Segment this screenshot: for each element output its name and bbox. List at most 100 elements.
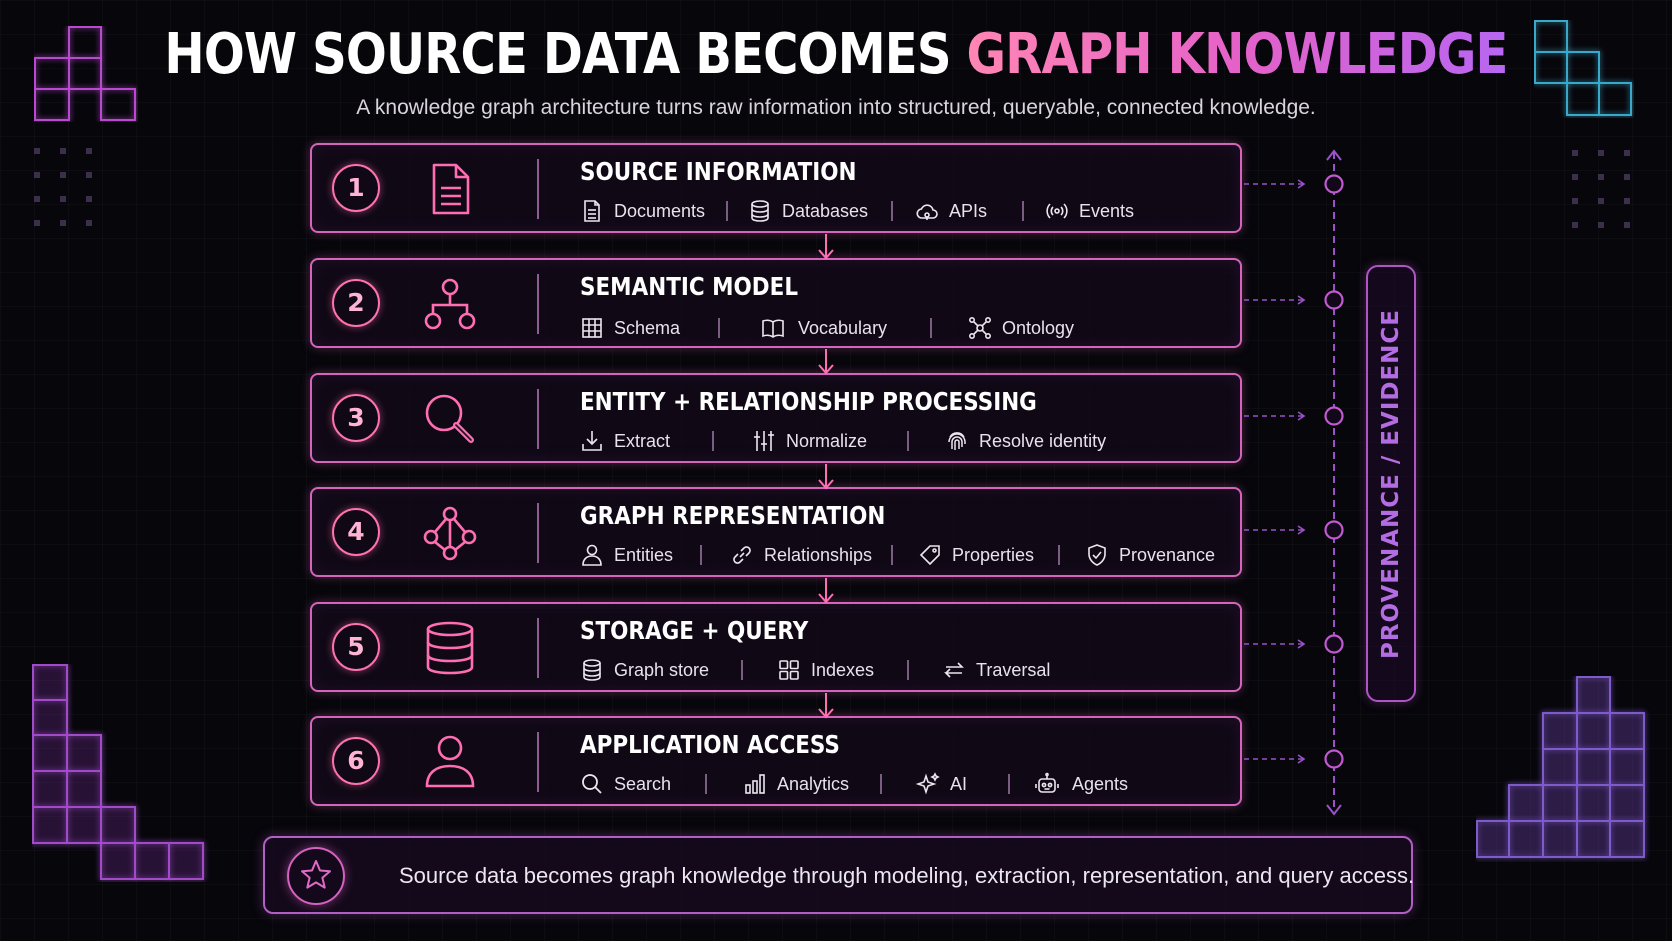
pixel-block-top-right [1534,20,1632,116]
item-search: Search [580,770,671,798]
provenance-link-arrow [1244,411,1306,421]
divider [537,732,539,792]
divider [537,618,539,678]
item-entities: Entities [580,541,673,569]
step-title: STORAGE + QUERY [580,616,809,645]
item-provenance: Provenance [1085,541,1215,569]
item-ontology: Ontology [968,314,1074,342]
star-badge [287,847,345,905]
dot-grid-right [1572,150,1630,228]
swap-arrows-icon [944,662,964,678]
item-label: Events [1079,200,1135,221]
provenance-link-arrow [1244,295,1306,305]
title-main: HOW SOURCE DATA BECOMES [164,22,967,87]
item-label: Properties [952,544,1035,565]
divider [880,774,882,794]
divider [537,503,539,563]
item-label: Extract [614,430,671,451]
item-traversal: Traversal [942,656,1050,684]
item-label: Graph store [614,659,710,680]
item-graph-store: Graph store [580,656,709,684]
link-icon [733,546,751,564]
document-icon [432,163,470,215]
sparkle-icon [916,772,940,795]
item-normalize: Normalize [752,427,867,455]
item-vocabulary: Vocabulary [758,314,887,342]
summary-banner: Source data becomes graph knowledge thro… [263,836,1415,914]
summary-text: Source data becomes graph knowledge thro… [399,863,1415,888]
document-icon [584,200,600,222]
graph-icon [423,506,477,561]
step-number: 3 [332,394,380,442]
divider [537,274,539,334]
divider [726,201,728,221]
provenance-evidence-label: PROVENANCE / EVIDENCE [1366,265,1416,702]
item-label: Ontology [1002,317,1075,338]
step-title: SOURCE INFORMATION [580,157,857,186]
item-apis: APIs [915,197,987,225]
network-icon [968,316,991,339]
shield-check-icon [1088,544,1106,566]
step-card-3: 3 ENTITY + RELATIONSHIP PROCESSING Extra… [310,373,1242,463]
provenance-timeline [1324,149,1344,816]
pixel-block-bottom-right [1476,676,1645,858]
item-documents: Documents [580,197,705,225]
page-title: HOW SOURCE DATA BECOMES GRAPH KNOWLEDGE [117,22,1555,87]
item-relationships: Relationships [730,541,872,569]
divider [1058,545,1060,565]
search-icon [582,774,602,794]
divider [1008,774,1010,794]
step-title: GRAPH REPRESENTATION [580,501,886,530]
item-label: APIs [949,200,988,221]
item-label: Resolve identity [979,430,1107,451]
provenance-link-arrow [1244,754,1306,764]
item-label: Agents [1072,773,1129,794]
step-card-6: 6 APPLICATION ACCESS Search Analytics AI… [310,716,1242,806]
step-number: 6 [332,737,380,785]
side-label: PROVENANCE / EVIDENCE [1378,308,1404,659]
flow-arrow [818,578,834,604]
fingerprint-icon [948,432,966,450]
item-indexes: Indexes [777,656,874,684]
divider [705,774,707,794]
item-agents: Agents [1032,770,1128,798]
item-label: Schema [614,317,681,338]
pixel-block-bottom-left [32,664,204,880]
grid-icon [582,318,602,338]
item-label: Documents [614,200,706,221]
item-databases: Databases [748,197,868,225]
step-number: 5 [332,623,380,671]
divider [930,318,932,338]
step-card-2: 2 SEMANTIC MODEL Schema Vocabulary Ontol… [310,258,1242,348]
step-card-5: 5 STORAGE + QUERY Graph store Indexes Tr… [310,602,1242,692]
divider [907,431,909,451]
item-label: Provenance [1119,544,1216,565]
hierarchy-icon [424,278,476,330]
step-card-1: 1 SOURCE INFORMATION Documents Databases… [310,143,1242,233]
divider [741,660,743,680]
pixel-block-top-left [34,26,136,121]
page-subtitle: A knowledge graph architecture turns raw… [356,96,1316,119]
flow-arrow [818,464,834,490]
item-label: Search [614,773,672,794]
item-events: Events [1045,197,1134,225]
item-label: Entities [614,544,674,565]
item-properties: Properties [918,541,1034,569]
item-analytics: Analytics [743,770,849,798]
person-icon [582,544,602,566]
item-label: Relationships [764,544,873,565]
flow-arrow [818,349,834,375]
step-title: SEMANTIC MODEL [580,272,799,301]
divider [891,201,893,221]
item-resolve-identity: Resolve identity [945,427,1106,455]
divider [537,389,539,449]
divider [891,545,893,565]
provenance-link-arrow [1244,179,1306,189]
item-label: Analytics [777,773,850,794]
step-number: 1 [332,164,380,212]
item-schema: Schema [580,314,680,342]
bar-chart-icon [745,774,765,794]
flow-arrow [818,693,834,719]
magnifier-icon [425,394,474,443]
tag-icon [919,545,940,566]
